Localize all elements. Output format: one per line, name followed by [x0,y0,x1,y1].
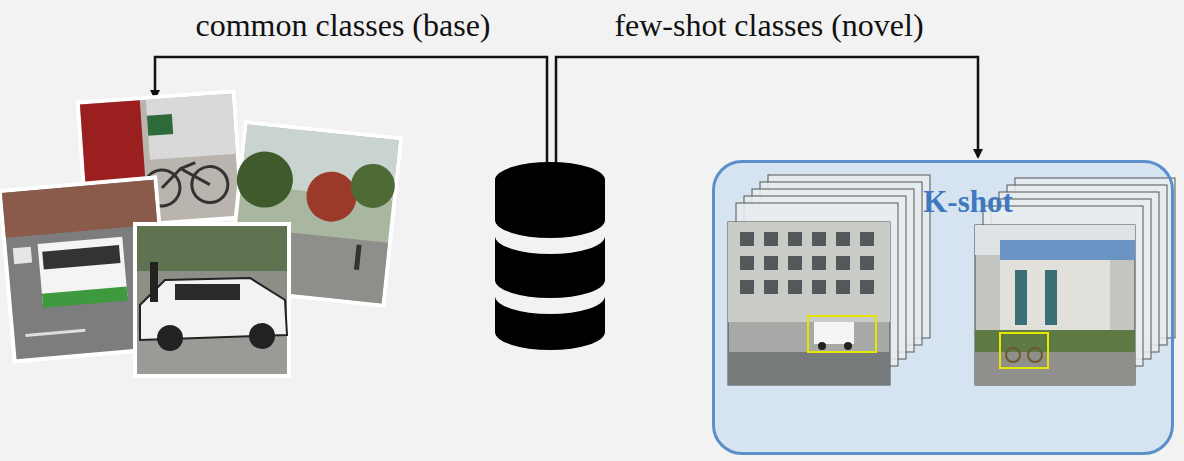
kshot-panel: K-shot [712,160,1174,455]
panel-fill [713,161,1173,454]
branch-label: common classes (base) [195,8,490,43]
image-stack [728,175,930,385]
branch-label: few-shot classes (novel) [614,8,923,43]
photo-collage [0,90,403,378]
database-icon [495,162,605,350]
panel-title: K-shot [923,185,1013,219]
